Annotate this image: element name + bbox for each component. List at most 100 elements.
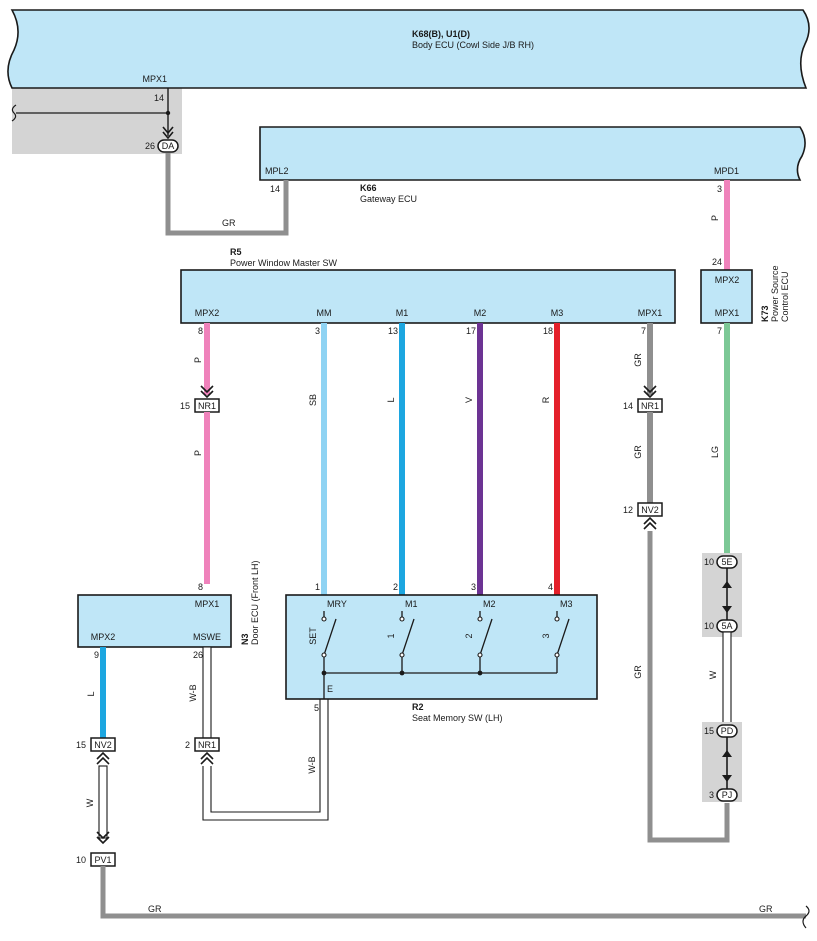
- nr1-b-arrow-2: [643, 390, 657, 399]
- k73-box: [700, 269, 753, 324]
- junction-pj-arrow-up: [722, 750, 732, 757]
- connector-5e-label: 5E: [721, 557, 732, 567]
- pw-pin-m1-num: 13: [388, 326, 398, 336]
- body-ecu-code: K68(B), U1(D): [412, 29, 470, 39]
- switch-1-label: 1: [386, 633, 396, 638]
- door-pin-mswe-num: 26: [193, 650, 203, 660]
- connector-da-pin: 26: [145, 141, 155, 151]
- wire-r: [554, 323, 560, 595]
- connector-pd-pin: 15: [704, 726, 714, 736]
- nv2-a-arrow-1: [643, 516, 657, 525]
- k73-pin-top: 24: [712, 257, 722, 267]
- seat-memory-switch: 1 2 3 4 MRY M1 M2 M3 E R2 Seat Memory SW…: [285, 582, 598, 723]
- nr1-b-arrow-1: [643, 385, 657, 394]
- nv2-b-arrow-2: [96, 756, 110, 765]
- door-ecu-code: N3: [240, 633, 250, 645]
- gateway-ecu: MPL2 MPD1 K66 Gateway ECU 14 3: [259, 126, 806, 204]
- connector-nr1-a-pin: 15: [180, 401, 190, 411]
- switch-set-terminal-top: [321, 616, 327, 622]
- gateway-ecu-name: Gateway ECU: [360, 194, 417, 204]
- wire-sb: [321, 323, 327, 595]
- junction-pd-arrow-down: [722, 775, 732, 782]
- gateway-pin-left: 14: [270, 184, 280, 194]
- seat-memory-name: Seat Memory SW (LH): [412, 713, 503, 723]
- pw-master-name: Power Window Master SW: [230, 258, 338, 268]
- seat-pin-m3-name: M3: [560, 599, 573, 609]
- wire-gr-nr1-to-nv2: [647, 412, 653, 503]
- wire-p-label-a: P: [193, 357, 203, 363]
- door-pin-mpx2-name: MPX2: [91, 632, 116, 642]
- seat-pin-m2-num: 3: [471, 582, 476, 592]
- splice-dot-m1: [399, 670, 405, 676]
- seat-memory-box: [285, 594, 598, 700]
- pw-pin-mpx1-num: 7: [641, 326, 646, 336]
- door-pin-mswe-name: MSWE: [193, 632, 221, 642]
- wire-p-r5-to-nr1: [204, 323, 210, 395]
- wire-gr-label-bottom-left: GR: [148, 904, 162, 914]
- seat-pin-m3-num: 4: [548, 582, 553, 592]
- nr1-c-arrow-1: [200, 751, 214, 760]
- connector-5a-pin: 10: [704, 621, 714, 631]
- seat-pin-m2-name: M2: [483, 599, 496, 609]
- switch-2-label: 2: [464, 633, 474, 638]
- body-ecu: K68(B), U1(D) Body ECU (Cowl Side J/B RH…: [7, 9, 810, 154]
- break-mark-bottom-right: [802, 905, 810, 929]
- nr1-a-arrow-1: [200, 385, 214, 394]
- seat-pin-mry-name: MRY: [327, 599, 347, 609]
- door-pin-mpx2-num: 9: [94, 650, 99, 660]
- gateway-pin-right: 3: [717, 184, 722, 194]
- switch-set-label: SET: [308, 627, 318, 645]
- gateway-pin-right-name: MPD1: [714, 166, 739, 176]
- gateway-pin-left-name: MPL2: [265, 166, 289, 176]
- pw-pin-m2-name: M2: [474, 308, 487, 318]
- wire-lg: [724, 323, 730, 555]
- wire-gr-label-2: GR: [633, 353, 643, 367]
- wire-sb-label: SB: [308, 394, 318, 406]
- splice-dot: [165, 110, 171, 116]
- pw-pin-m1-name: M1: [396, 308, 409, 318]
- wire-gr-da-to-gateway: [165, 153, 289, 236]
- switch-set-terminal-bot: [321, 652, 327, 658]
- pv1-arrow-1: [96, 831, 110, 840]
- switch-1-terminal-bot: [399, 652, 405, 658]
- wire-l: [399, 323, 405, 595]
- body-ecu-pin-number: 14: [154, 93, 164, 103]
- wire-lg-label: LG: [710, 446, 720, 458]
- seat-ground-name: E: [327, 684, 333, 694]
- wire-p-label-k73: P: [710, 215, 720, 221]
- switch-1-terminal-top: [399, 616, 405, 622]
- switch-3-terminal-bot: [554, 652, 560, 658]
- k73-pin-bot: 7: [717, 326, 722, 336]
- k73-name-line1: Power Source: [770, 265, 780, 322]
- connector-5a-label: 5A: [721, 621, 732, 631]
- junction-5a-arrow-up: [722, 581, 732, 588]
- connector-nr1-b-pin: 14: [623, 401, 633, 411]
- wire-v: [477, 323, 483, 595]
- pw-master-code: R5: [230, 247, 242, 257]
- wire-gr-nv2-to-pj: [647, 531, 730, 843]
- wire-r-label: R: [541, 396, 551, 403]
- nv2-b-arrow-1: [96, 751, 110, 760]
- connector-pv1-label: PV1: [94, 855, 111, 865]
- connector-nv2-a-label: NV2: [641, 505, 659, 515]
- pw-pin-mpx2-name: MPX2: [195, 308, 220, 318]
- seat-pin-mry-num: 1: [315, 582, 320, 592]
- connector-nr1-c-label: NR1: [198, 740, 216, 750]
- wire-gr-label-4: GR: [633, 665, 643, 679]
- pw-pin-mm-num: 3: [315, 326, 320, 336]
- switch-3-terminal-top: [554, 616, 560, 622]
- wire-w-5a-to-pd: [722, 631, 732, 726]
- wire-p-gateway-to-k73: [724, 180, 730, 270]
- pw-master-box: [180, 269, 676, 324]
- wire-l-label-door: L: [86, 691, 96, 696]
- wire-gr-label-bottom-right: GR: [759, 904, 773, 914]
- k73-name-line2: Control ECU: [780, 271, 790, 322]
- nv2-a-arrow-2: [643, 521, 657, 530]
- da-arrow-2: [162, 131, 174, 140]
- door-ecu-name: Door ECU (Front LH): [250, 560, 260, 645]
- connector-da-pill: [157, 139, 179, 153]
- power-source-ecu: 24 MPX2 MPX1 7 K73 Power Source Control …: [700, 257, 790, 336]
- wire-wb-label-b: W-B: [307, 756, 317, 773]
- connector-nr1-c: [194, 737, 220, 752]
